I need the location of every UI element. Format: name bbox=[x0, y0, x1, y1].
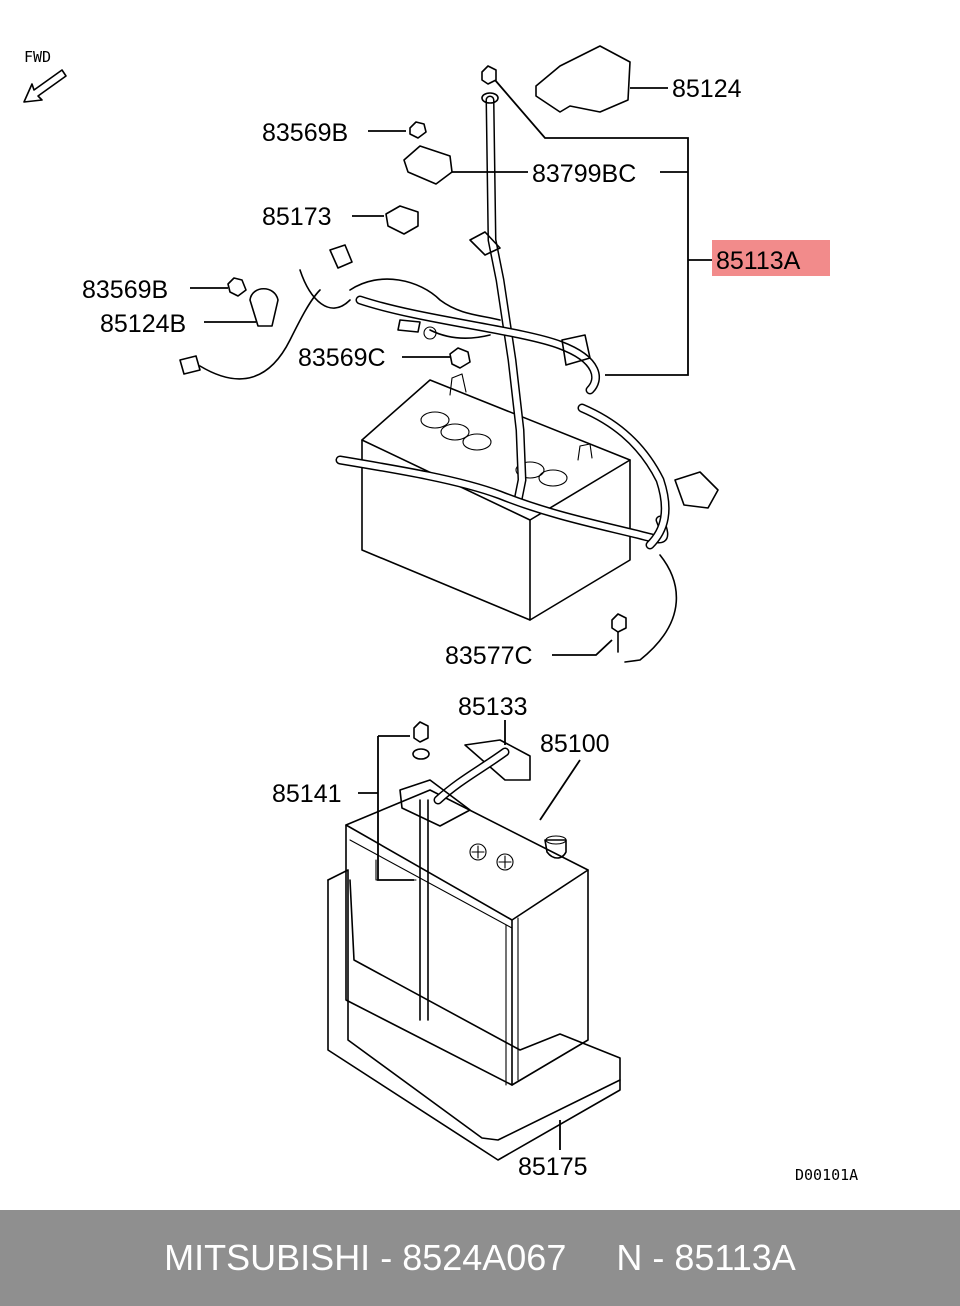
cover-85124 bbox=[535, 45, 631, 113]
battery-upper bbox=[361, 373, 631, 621]
nut-top bbox=[481, 65, 497, 85]
battery-cable-harness bbox=[179, 95, 719, 663]
label-85124: 85124 bbox=[672, 75, 742, 103]
bracket-85124b bbox=[249, 287, 279, 327]
label-85124b: 85124B bbox=[100, 310, 186, 338]
parts-diagram: FWD bbox=[23, 45, 858, 1184]
nut-83569b-left bbox=[227, 277, 247, 297]
label-83569b-left: 83569B bbox=[82, 276, 168, 304]
label-85133: 85133 bbox=[458, 693, 528, 721]
label-85173: 85173 bbox=[262, 203, 332, 231]
fwd-label: FWD bbox=[24, 48, 51, 66]
label-83569b-top: 83569B bbox=[262, 119, 348, 147]
nut-85141 bbox=[413, 721, 429, 743]
fwd-arrow-icon bbox=[23, 69, 67, 103]
leader-lines-lower bbox=[358, 720, 581, 1150]
label-83799bc: 83799BC bbox=[532, 160, 636, 188]
leader-lines-upper bbox=[190, 79, 712, 656]
footer-separator: - bbox=[370, 1237, 403, 1278]
label-83569c: 83569C bbox=[298, 344, 386, 372]
hold-down-bracket-85133 bbox=[464, 739, 531, 781]
footer-separator-2: - bbox=[642, 1237, 675, 1278]
label-85141: 85141 bbox=[272, 780, 342, 808]
diagram-code: D00101A bbox=[795, 1166, 858, 1184]
footer-part-number: 8524A067 bbox=[402, 1237, 567, 1278]
footer-gap bbox=[566, 1237, 616, 1279]
label-85100: 85100 bbox=[540, 730, 610, 758]
footer-ref: 85113A bbox=[674, 1237, 796, 1278]
clip-83799bc bbox=[403, 145, 453, 185]
battery-lower bbox=[327, 721, 621, 1161]
label-85113a[interactable]: 85113A bbox=[716, 247, 801, 275]
footer-prefix: N bbox=[616, 1237, 643, 1278]
bolt-83577c bbox=[611, 613, 627, 633]
footer-brand: MITSUBISHI bbox=[164, 1237, 371, 1278]
nut-83569b-top bbox=[409, 121, 427, 139]
fwd-indicator: FWD bbox=[23, 48, 67, 103]
battery-tray bbox=[327, 869, 621, 1141]
label-85175: 85175 bbox=[518, 1153, 588, 1181]
footer-bar: MITSUBISHI - 8524A067 N - 85113A bbox=[0, 1210, 960, 1306]
clamp-85173 bbox=[385, 205, 419, 235]
highlight-box bbox=[712, 240, 830, 276]
nut-83569c bbox=[449, 347, 471, 369]
label-83577c: 83577C bbox=[445, 642, 533, 670]
